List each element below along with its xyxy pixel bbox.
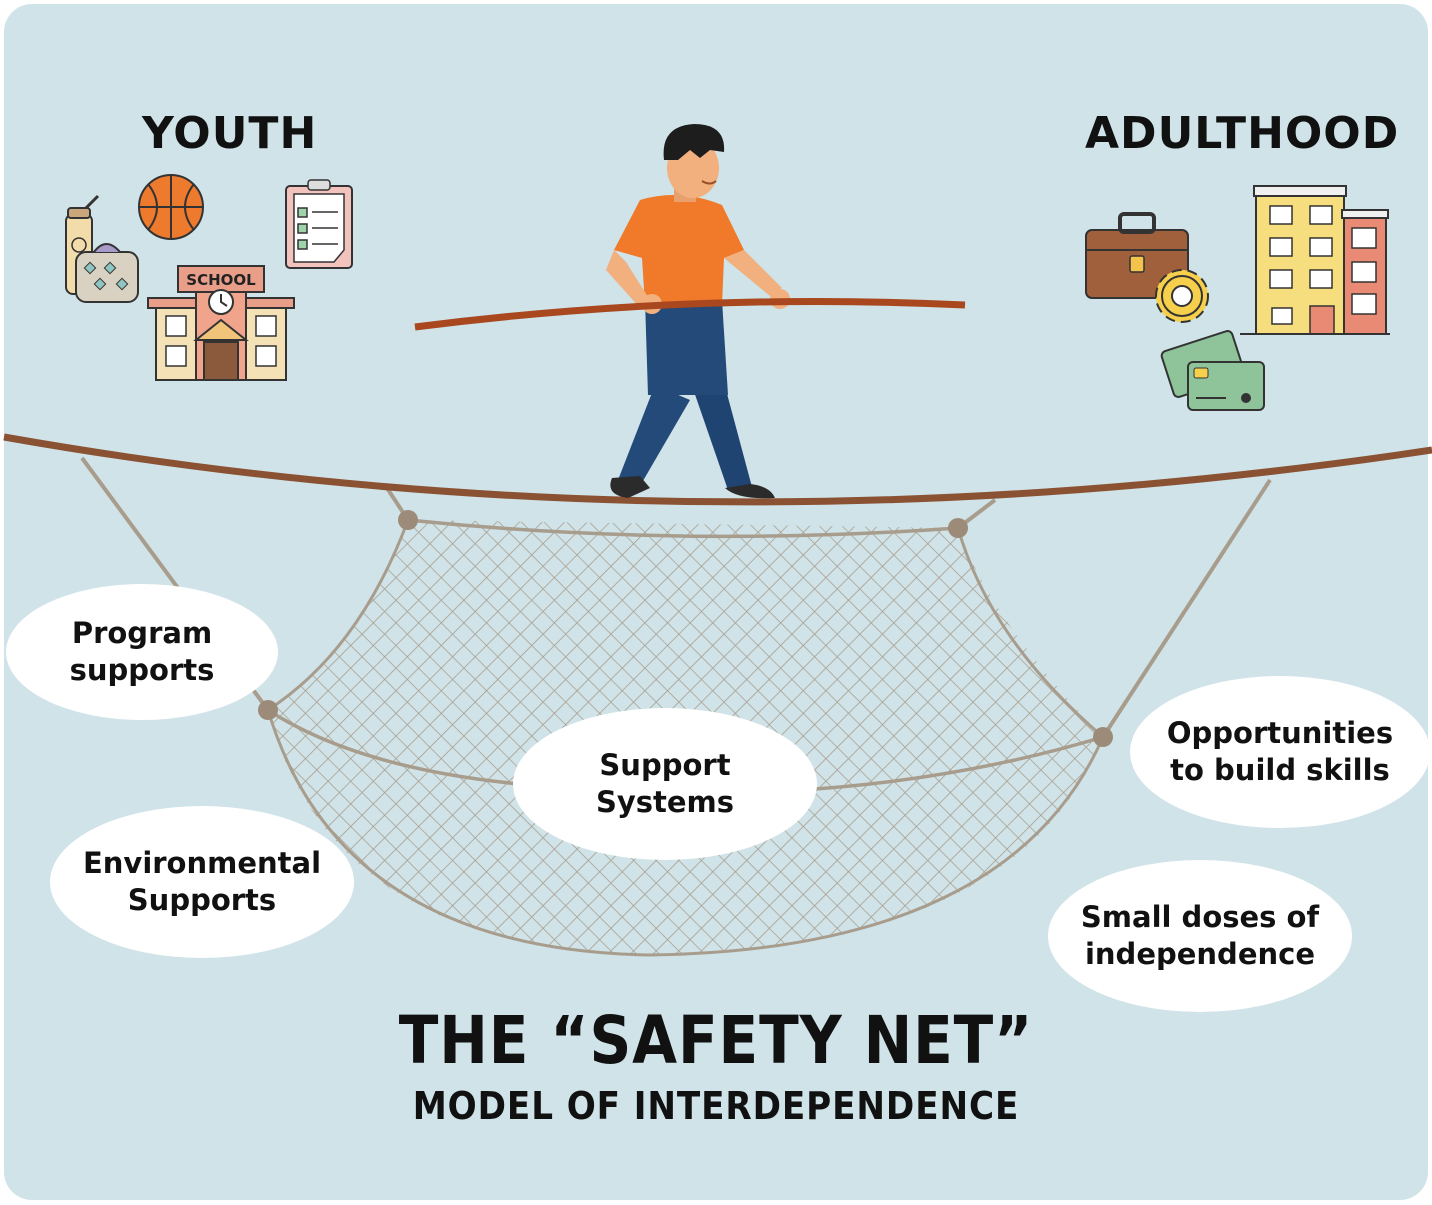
tightrope-walker [606,124,790,499]
apartment-building-icon [1240,185,1390,335]
balance-pole [414,298,966,331]
tightrope [3,433,1432,506]
gear-icon [1155,269,1209,323]
adulthood-heading: ADULTHOOD [1085,108,1400,159]
lunch-bag-icon [75,243,139,303]
diagram-subtitle: MODEL OF INTERDEPENDENCE [412,1084,1020,1128]
youth-heading: YOUTH [142,108,318,159]
clipboard-icon [285,179,353,269]
program-supports-bubble: Program supports [6,584,278,720]
support-systems-bubble: Support Systems [513,708,817,860]
diagram-title: THE “SAFETY NET” [398,1002,1034,1079]
opportunities-bubble: Opportunities to build skills [1130,676,1430,828]
school-sign-label: SCHOOL [186,271,256,289]
credit-cards-icon [1160,330,1265,411]
environmental-supports-label: Environmental Supports [82,846,322,917]
opportunities-label: Opportunities to build skills [1166,716,1394,787]
basketball-icon [138,174,204,240]
environmental-supports-bubble: Environmental Supports [50,806,354,958]
independence-bubble: Small doses of independence [1048,860,1352,1012]
independence-label: Small doses of independence [1080,900,1320,971]
support-systems-label: Support Systems [595,748,735,819]
program-supports-label: Program supports [69,616,215,687]
school-building-icon [147,265,295,381]
